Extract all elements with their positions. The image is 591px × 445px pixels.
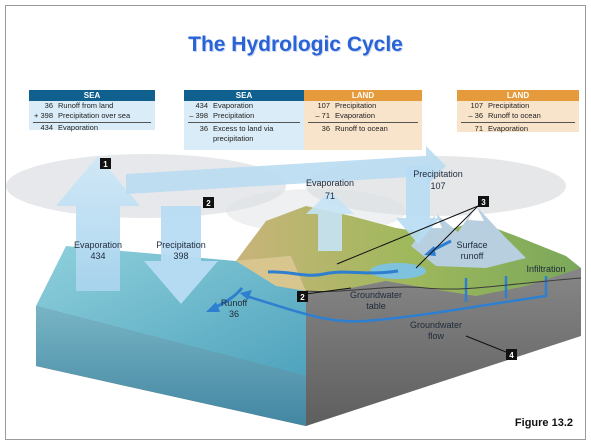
table-cell-num: + 398 bbox=[34, 111, 53, 120]
marker-4: 4 bbox=[506, 349, 517, 360]
table-header: SEA bbox=[184, 90, 304, 101]
leader-line bbox=[305, 287, 352, 295]
table-header: LAND bbox=[304, 90, 422, 101]
groundwater-flow-label-2: flow bbox=[428, 331, 445, 341]
table-cell-num: 36 bbox=[199, 124, 208, 133]
hydrologic-cycle-diagram: 1 2 2 3 4 Evaporation 434 Precipitation … bbox=[6, 146, 582, 426]
groundwater-arrowhead bbox=[240, 290, 252, 300]
table-cell-label: Runoff to ocean bbox=[335, 124, 388, 133]
table-cell-label: Evaporation bbox=[58, 123, 99, 132]
table-rule bbox=[188, 122, 300, 123]
surface-runoff-river bbox=[267, 269, 399, 277]
evaporation-land-label: Evaporation bbox=[306, 178, 354, 188]
leader-line bbox=[415, 205, 479, 269]
surface-runoff-label: Surface bbox=[456, 240, 487, 250]
groundwater-flow-path bbox=[245, 276, 548, 323]
table-cell-num: 36 bbox=[321, 124, 330, 133]
table-cell-label: Runoff from land bbox=[58, 101, 114, 110]
evaporation-sea-value: 434 bbox=[90, 251, 105, 261]
table-cell-num: 434 bbox=[40, 123, 53, 132]
evaporation-land-arrow bbox=[306, 191, 354, 251]
snowcap bbox=[468, 206, 484, 221]
svg-text:2: 2 bbox=[206, 199, 211, 208]
precipitation-sea-arrow bbox=[144, 206, 218, 304]
beach bbox=[236, 256, 306, 291]
table-rule bbox=[308, 122, 418, 123]
table-cell-num: 36 bbox=[44, 101, 53, 110]
sea-budget-table-mid: SEA 434 Evaporation – 398 Precipitation 36… bbox=[184, 90, 304, 150]
evaporation-sea-arrow bbox=[56, 156, 140, 291]
marker-1: 1 bbox=[100, 158, 111, 169]
table-header: SEA bbox=[29, 90, 155, 101]
table-cell-num: 71 bbox=[474, 124, 483, 133]
table-rule bbox=[461, 122, 575, 123]
surface-runoff-arrowhead bbox=[424, 246, 436, 256]
page-title: The Hydrologic Cycle bbox=[188, 33, 403, 56]
table-cell-num: 107 bbox=[470, 101, 483, 110]
leader-line bbox=[465, 335, 512, 355]
marker-2-sea: 2 bbox=[203, 197, 214, 208]
svg-text:2: 2 bbox=[300, 293, 305, 302]
table-cell-num: – 36 bbox=[468, 111, 483, 120]
infiltration-label: Infiltration bbox=[526, 264, 565, 274]
table-cell-num: 434 bbox=[195, 101, 208, 110]
svg-text:4: 4 bbox=[509, 351, 514, 360]
precipitation-sea-label: Precipitation bbox=[156, 240, 206, 250]
land-budget-table-right: LAND 107 Precipitation – 36 Runoff to ocea… bbox=[457, 90, 579, 133]
evaporation-land-value: 71 bbox=[325, 191, 335, 201]
evaporation-sea-label: Evaporation bbox=[74, 240, 122, 250]
runoff-label: Runoff bbox=[221, 298, 248, 308]
groundwater-table-label-2: table bbox=[366, 301, 386, 311]
table-cell-label: Precipitation bbox=[213, 111, 255, 120]
table-cell-num: – 398 bbox=[189, 111, 208, 120]
table-cell-label: Precipitation over sea bbox=[58, 111, 131, 120]
groundwater-table-line bbox=[305, 277, 582, 293]
table-cell-num: – 71 bbox=[315, 111, 330, 120]
land-budget-table-mid: LAND 107 Precipitation – 71 Evaporation 36… bbox=[304, 90, 422, 150]
sea-budget-table-left: SEA 36 Runoff from land + 398 Precipitatio… bbox=[29, 90, 155, 132]
table-header: LAND bbox=[457, 90, 579, 101]
svg-text:3: 3 bbox=[481, 198, 486, 207]
surface-runoff-label-2: runoff bbox=[461, 251, 484, 261]
vapor-transport-arrow bbox=[126, 146, 446, 194]
table-cell-label: precipitation bbox=[213, 134, 254, 143]
table-cell-label: Precipitation bbox=[335, 101, 377, 110]
table-rule bbox=[33, 122, 151, 123]
table-cell-num: 107 bbox=[317, 101, 330, 110]
slide: The Hydrologic Cycle SEA 36 Runoff from l… bbox=[5, 5, 586, 440]
table-cell-label: Evaporation bbox=[488, 124, 529, 133]
table-cell-label: Evaporation bbox=[335, 111, 376, 120]
runoff-arrowhead bbox=[206, 302, 220, 312]
precipitation-land-value: 107 bbox=[430, 181, 445, 191]
runoff-value: 36 bbox=[229, 309, 239, 319]
precipitation-land-arrow bbox=[396, 166, 440, 244]
figure-caption: Figure 13.2 bbox=[514, 417, 573, 429]
groundwater-table-label: Groundwater bbox=[350, 290, 402, 300]
table-cell-label: Evaporation bbox=[213, 101, 254, 110]
marker-2-land: 2 bbox=[297, 291, 308, 302]
table-cell-label: Excess to land via bbox=[213, 124, 274, 133]
precipitation-land-label: Precipitation bbox=[413, 169, 463, 179]
table-cell-label: Precipitation bbox=[488, 101, 530, 110]
leader-line bbox=[336, 205, 479, 265]
precipitation-sea-value: 398 bbox=[173, 251, 188, 261]
groundwater-flow-label: Groundwater bbox=[410, 320, 462, 330]
ocean-front-face bbox=[36, 306, 306, 426]
table-cell-label: Runoff to ocean bbox=[488, 111, 541, 120]
marker-3: 3 bbox=[478, 196, 489, 207]
svg-text:1: 1 bbox=[103, 160, 108, 169]
